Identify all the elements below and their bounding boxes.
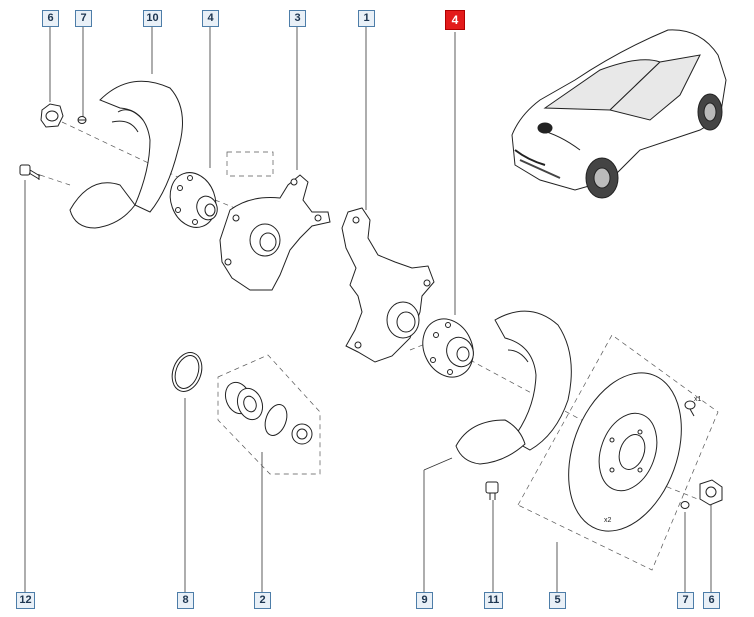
part-4-hub-top — [169, 172, 218, 228]
callout-2[interactable]: 2 — [254, 592, 271, 609]
vehicle-illustration — [511, 29, 727, 199]
part-5-brake-disc — [568, 372, 682, 532]
callout-3[interactable]: 3 — [289, 10, 306, 27]
part-10-splash-shield-top — [69, 80, 183, 229]
callout-4-top[interactable]: 4 — [202, 10, 219, 27]
callout-7-top[interactable]: 7 — [75, 10, 92, 27]
part-4-hub-main — [422, 318, 474, 378]
part-7-screw-top — [77, 116, 87, 124]
callout-11[interactable]: 11 — [484, 592, 503, 609]
part-7-screw-bottom — [680, 400, 696, 509]
part-12-bolt — [19, 164, 41, 180]
callout-9[interactable]: 9 — [416, 592, 433, 609]
callout-6-top[interactable]: 6 — [42, 10, 59, 27]
part-6-nut-bottom — [699, 479, 723, 506]
callout-4-highlighted[interactable]: 4 — [445, 10, 465, 30]
part-3-knuckle — [219, 174, 331, 291]
part-2-bearing-kit — [224, 381, 313, 445]
callout-7-bottom[interactable]: 7 — [677, 592, 694, 609]
quantity-note-x2: x2 — [604, 517, 612, 524]
part-11-bolt — [485, 481, 499, 500]
callout-12[interactable]: 12 — [16, 592, 35, 609]
part-1-knuckle — [341, 207, 435, 363]
callout-10[interactable]: 10 — [143, 10, 162, 27]
quantity-note-x1: x1 — [694, 396, 702, 403]
callout-1[interactable]: 1 — [358, 10, 375, 27]
callout-5[interactable]: 5 — [549, 592, 566, 609]
callout-6-bottom[interactable]: 6 — [703, 592, 720, 609]
part-8-snap-ring — [171, 352, 203, 392]
part-9-splash-shield — [455, 310, 572, 465]
part-6-nut-top — [40, 103, 64, 128]
leader-lines — [24, 27, 712, 592]
callout-8[interactable]: 8 — [177, 592, 194, 609]
